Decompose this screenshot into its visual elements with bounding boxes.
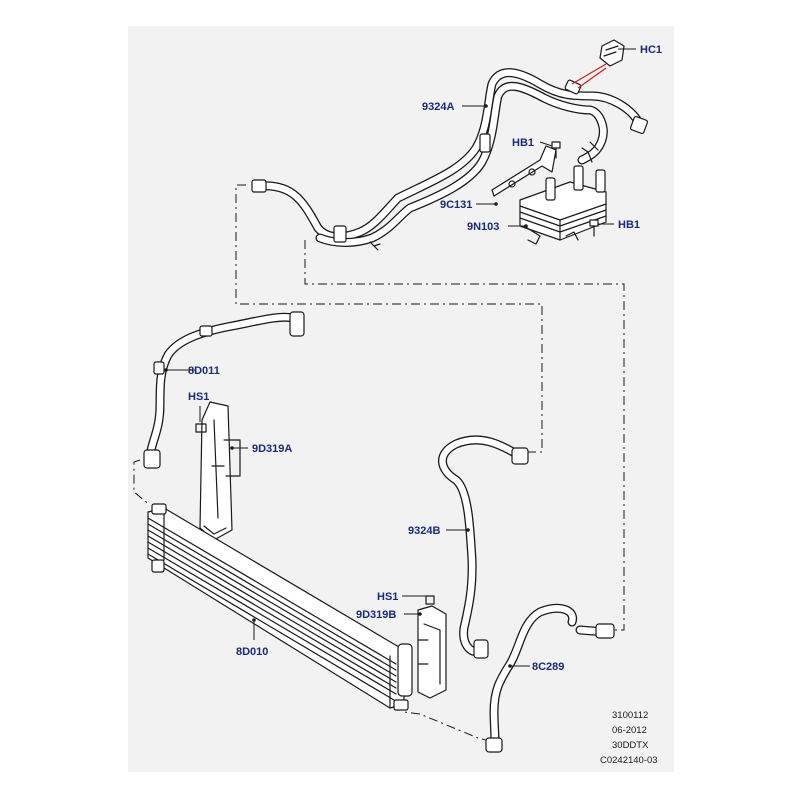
callout-9c131: 9C131 [440, 199, 472, 211]
reference-block: 3100112 06-2012 30DDTX C0242140-03 [600, 710, 658, 766]
callout-8c289: 8C289 [532, 661, 564, 673]
reference-line-1: 3100112 [612, 710, 648, 721]
clip-hc1 [571, 39, 625, 89]
hose-8c289 [485, 603, 615, 753]
reference-line-3: 30DDTX [612, 740, 649, 751]
callout-9d319a: 9D319A [252, 443, 292, 455]
callout-8d010: 8D010 [236, 646, 268, 658]
callout-9n103: 9N103 [467, 221, 499, 233]
hose-8d011 [143, 311, 305, 469]
bracket-9d319b [417, 595, 447, 699]
bracket-9c131 [491, 145, 557, 197]
callout-9d319b: 9D319B [356, 609, 396, 621]
radiator-8d010 [147, 503, 413, 711]
red-pointer [571, 63, 607, 89]
callout-hs1-left: HS1 [188, 391, 209, 403]
callout-hb1-top: HB1 [512, 137, 534, 149]
callout-hs1-right: HS1 [377, 591, 398, 603]
callout-9324a: 9324A [422, 101, 454, 113]
reference-line-4: C0242140-03 [600, 755, 658, 766]
oil-cooler-9n103 [519, 141, 607, 245]
callout-hb1-right: HB1 [618, 219, 640, 231]
hose-9324a [251, 68, 649, 251]
callout-9324b: 9324B [408, 525, 440, 537]
callout-labels: HC1 9324A HB1 9C131 9N103 HB1 8D011 HS1 … [188, 44, 662, 673]
callout-leaders [164, 48, 636, 668]
hose-9324b [438, 435, 529, 659]
reference-line-2: 06-2012 [612, 725, 647, 736]
bolt-hb1-right [589, 219, 599, 237]
callout-hc1: HC1 [640, 44, 662, 56]
callout-8d011: 8D011 [188, 365, 220, 377]
